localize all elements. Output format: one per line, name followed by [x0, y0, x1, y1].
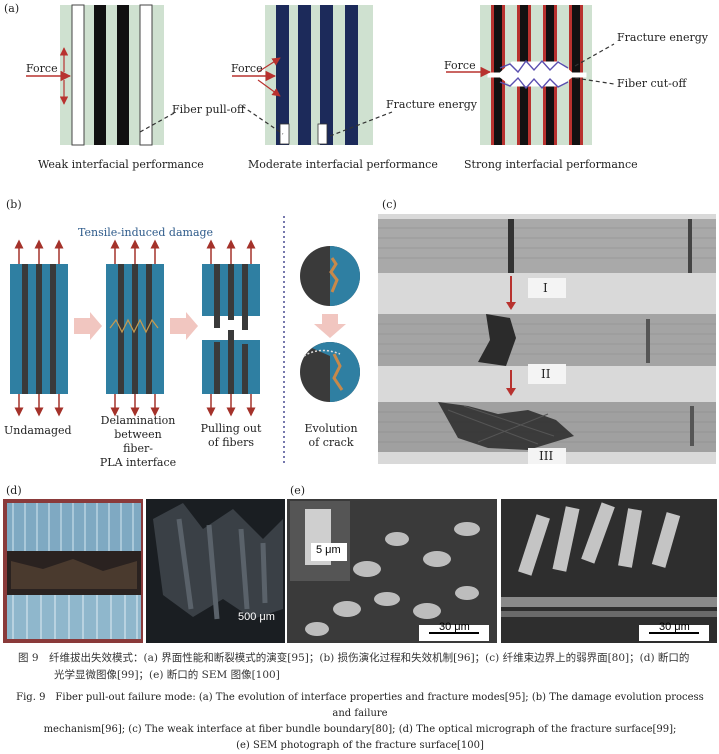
caption-en-line-1: Fig. 9 Fiber pull-out failure mode: (a) … [16, 692, 704, 719]
caption-weak: Weak interfacial performance [38, 158, 204, 171]
panel-d-scale: 500 μm [238, 611, 275, 623]
panel-e-photo [287, 499, 717, 643]
caption-en-line-2: mechanism[96]; (c) The weak interface at… [43, 724, 677, 735]
pull-out-block [202, 239, 260, 417]
panel-e-scale-left: 30 μm [439, 621, 470, 633]
panel-e: (e) 5 μm 30 μm 30 μm [287, 482, 719, 644]
undamaged-block [10, 239, 68, 417]
panel-c-photo [378, 214, 716, 464]
panel-a-letter: (a) [4, 2, 20, 15]
fracture-energy-label-right: Fracture energy [617, 31, 708, 44]
panel-b-title: Tensile-induced damage [78, 226, 214, 239]
fracture-energy-label-mid: Fracture energy [386, 98, 477, 111]
evolution-label: Evolution of crack [304, 422, 358, 449]
panel-b: (b) Tensile-induced damage [0, 196, 380, 469]
stage-iii-label: III [539, 449, 554, 463]
caption-en-line-3: (e) SEM photograph of the fracture surfa… [236, 740, 484, 751]
stage-i-label: I [543, 281, 548, 295]
crack-circles [300, 246, 361, 402]
panel-c: (c) I II III [378, 196, 716, 466]
panel-d-letter: (d) [6, 484, 22, 497]
delamination-label: Delamination between fiber- PLA interfac… [99, 414, 177, 469]
panel-a-diagram [26, 4, 615, 146]
pulling-label: Pulling out of fibers [200, 422, 262, 449]
caption-cn-line-1: 图 9 纤维拔出失效模式：(a) 界面性能和断裂模式的演变[95]；(b) 损伤… [18, 652, 690, 664]
figure-caption: 图 9 纤维拔出失效模式：(a) 界面性能和断裂模式的演变[95]；(b) 损伤… [8, 650, 712, 754]
stage-ii-label: II [541, 367, 551, 381]
caption-cn-line-2: 光学显微图像[99]；(e) 断口的 SEM 图像[100] [54, 669, 280, 681]
panel-b-diagram [10, 216, 361, 464]
panel-e-letter: (e) [290, 484, 306, 497]
undamaged-label: Undamaged [4, 424, 72, 437]
panel-e-inset-scale: 5 μm [316, 544, 341, 556]
panel-e-scale-right: 30 μm [659, 621, 690, 633]
caption-strong: Strong interfacial performance [464, 158, 638, 171]
force-label-moderate: Force [231, 62, 263, 75]
caption-moderate: Moderate interfacial performance [248, 158, 438, 171]
panel-c-letter: (c) [382, 198, 397, 211]
panel-a: (a) [0, 0, 719, 180]
force-label-strong: Force [444, 59, 476, 72]
panel-d-photo [3, 499, 285, 643]
force-label-weak: Force [26, 62, 58, 75]
panel-b-letter: (b) [6, 198, 22, 211]
fiber-cut-off-label: Fiber cut-off [617, 77, 687, 90]
delamination-block [106, 239, 164, 417]
fiber-pull-off-label: Fiber pull-off [172, 103, 245, 116]
panel-d: (d) 500 μm [0, 482, 286, 644]
